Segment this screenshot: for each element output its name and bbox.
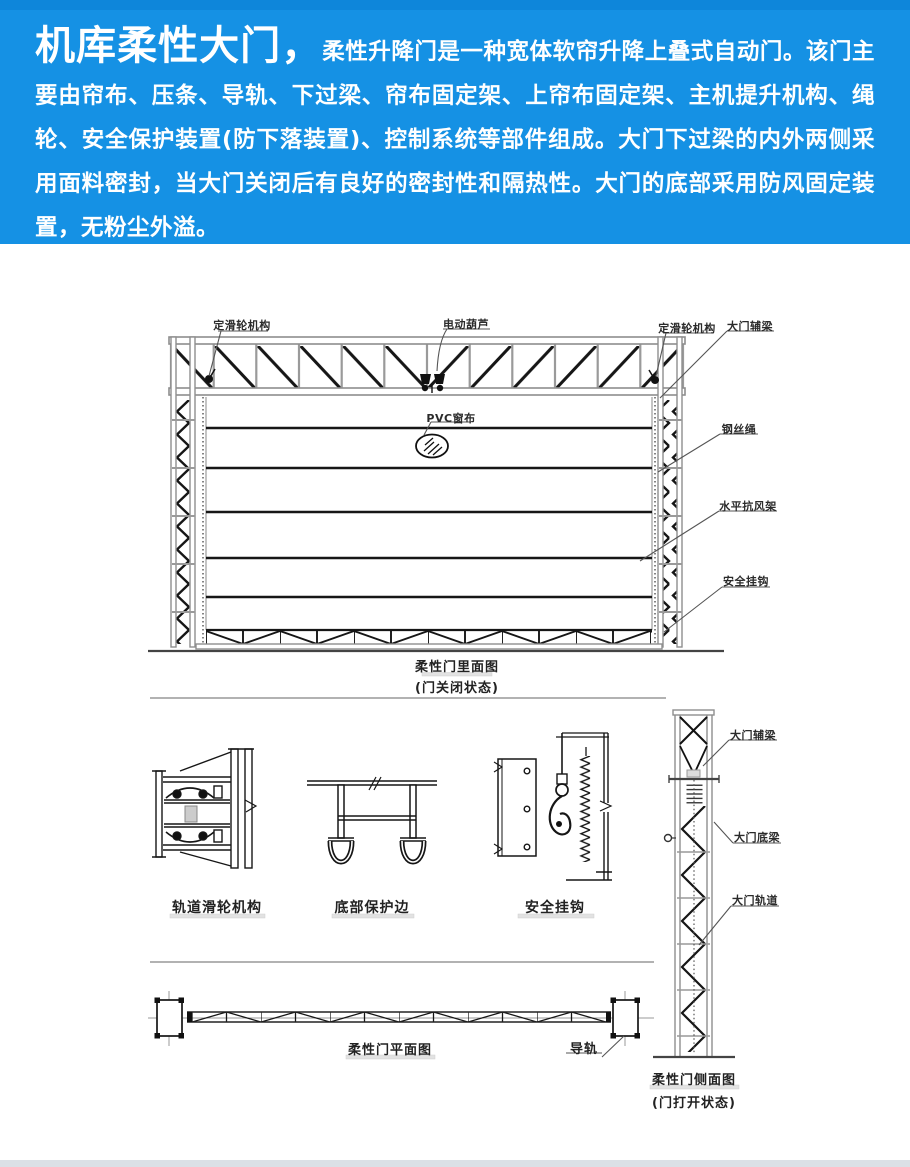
diagram-artwork <box>148 328 781 1090</box>
intro-paragraph: 机库柔性大门，柔性升降门是一种宽体软帘升降上叠式自动门。该门主要由帘布、压条、导… <box>0 0 910 250</box>
side-view-caption-state: (门打开状态) <box>652 1096 736 1111</box>
label-wire-rope: 钢丝绳 <box>721 423 757 436</box>
front-view-drawing <box>148 328 777 677</box>
label-side-door-track: 大门轨道 <box>732 894 778 907</box>
footer-strip <box>0 1160 910 1167</box>
label-electric-hoist: 电动葫芦 <box>443 318 489 331</box>
label-fixed-pulley-right: 定滑轮机构 <box>658 322 716 335</box>
detail-label-safety-hook: 安全挂钩 <box>525 900 585 916</box>
label-door-aux-beam: 大门辅梁 <box>727 320 773 333</box>
track-pulley-drawing <box>152 748 258 869</box>
front-view-leader-lines <box>208 328 777 633</box>
detail-label-bars <box>169 913 595 919</box>
detail-label-track-pulley: 轨道滑轮机构 <box>172 900 262 916</box>
detail-label-bottom-edge: 底部保护边 <box>334 900 410 916</box>
intro-text: 柔性升降门是一种宽体软帘升降上叠式自动门。该门主要由帘布、压条、导轨、下过梁、帘… <box>35 39 875 241</box>
front-view-caption-state: (门关闭状态) <box>415 681 499 696</box>
label-side-aux-beam: 大门辅梁 <box>730 729 776 742</box>
side-view-caption: 柔性门侧面图 <box>651 1073 737 1088</box>
label-guide-rail: 导轨 <box>569 1042 599 1057</box>
bottom-edge-drawing <box>307 776 437 865</box>
safety-hook-drawing <box>493 732 613 881</box>
plan-view-drawing <box>148 991 654 1060</box>
label-safety-hook-front: 安全挂钩 <box>723 575 769 588</box>
technical-drawing-area: 定滑轮机构 电动葫芦 定滑轮机构 大门辅梁 PVC窗布 钢丝绳 水平抗风架 安全… <box>0 244 910 1167</box>
plan-view-caption: 柔性门平面图 <box>347 1043 433 1058</box>
intro-banner: 机库柔性大门，柔性升降门是一种宽体软帘升降上叠式自动门。该门主要由帘布、压条、导… <box>0 0 910 244</box>
page-title: 机库柔性大门， <box>35 23 323 69</box>
front-view-caption: 柔性门里面图 <box>414 660 500 675</box>
plan-view-leader-lines <box>566 1035 625 1058</box>
side-view-leader-lines <box>698 739 781 946</box>
label-side-bottom-beam: 大门底梁 <box>734 831 780 844</box>
label-fixed-pulley-left: 定滑轮机构 <box>213 319 271 332</box>
side-view-drawing <box>649 709 781 1090</box>
label-wind-frame: 水平抗风架 <box>719 500 777 513</box>
label-pvc-window: PVC窗布 <box>426 412 476 425</box>
